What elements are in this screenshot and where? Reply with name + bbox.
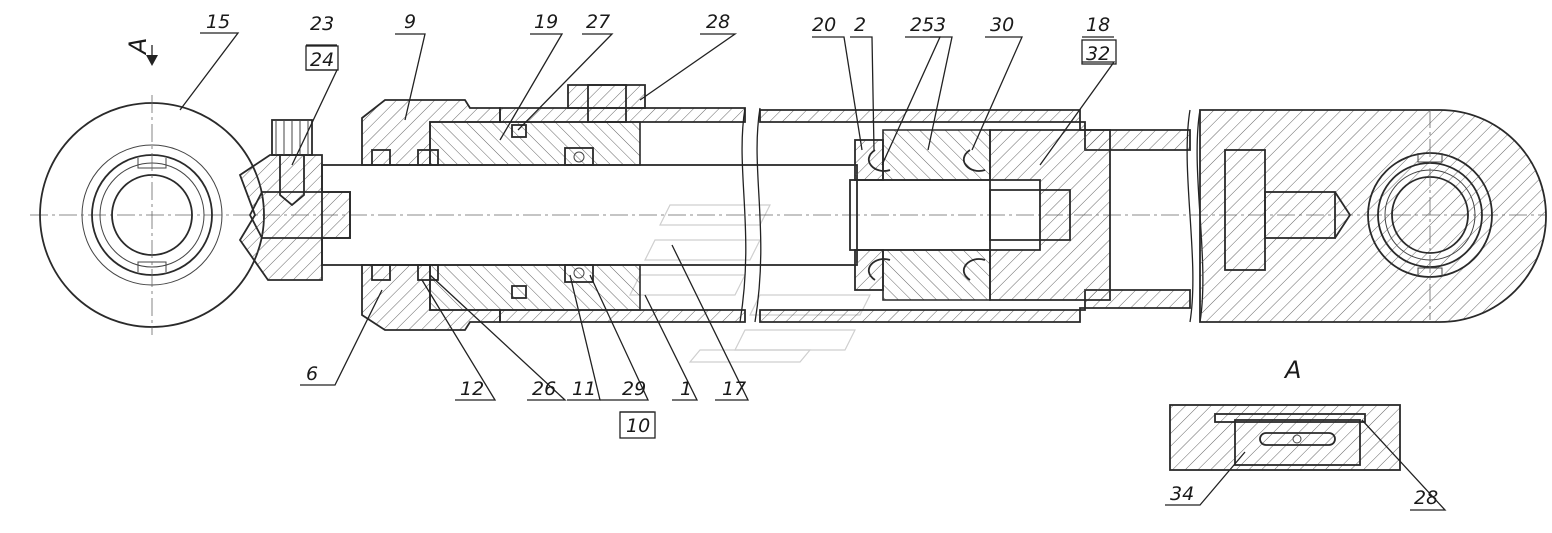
hydraulic-port (567, 84, 646, 109)
callout-2: 2 (854, 14, 866, 36)
view-label-a: A (124, 38, 152, 56)
callout-10: 10 (626, 415, 650, 437)
section-label-a: A (1283, 356, 1301, 384)
callout-28: 28 (706, 11, 730, 33)
rod-end-neck (238, 154, 351, 281)
callout-32: 32 (1086, 43, 1110, 65)
right-eye-assembly (1186, 109, 1547, 323)
cylinder-barrel (499, 84, 1191, 323)
callout-19: 19 (534, 11, 558, 33)
callout-26: 26 (532, 378, 556, 400)
view-arrow-a (146, 45, 158, 66)
callout-12: 12 (460, 378, 484, 400)
section-a-body (1169, 404, 1401, 471)
callout-1: 1 (680, 378, 692, 400)
callout-25: 25 (910, 14, 934, 36)
piston-body-top (882, 129, 991, 181)
callout-27: 27 (586, 11, 610, 33)
callout-9: 9 (404, 11, 416, 33)
callout-6: 6 (306, 363, 318, 385)
gland-top (429, 121, 641, 166)
callout-20: 20 (812, 14, 836, 36)
callout-3: 3 (934, 14, 946, 36)
watermark-logo (629, 204, 871, 363)
box-32 (1081, 39, 1117, 65)
callout-18: 18 (1086, 14, 1110, 36)
cap-end (1199, 109, 1547, 323)
callout-23: 23 (310, 13, 334, 35)
gland-bottom (429, 264, 641, 311)
callout-34: 34 (1170, 483, 1194, 505)
section-a-detail (1169, 404, 1401, 471)
callout-24: 24 (310, 49, 334, 71)
callout-17: 17 (722, 378, 746, 400)
callout-29: 29 (622, 378, 646, 400)
callout-11: 11 (572, 378, 596, 400)
piston-nut (989, 129, 1111, 301)
left-eye-assembly (39, 95, 351, 335)
box-24 (305, 45, 339, 71)
callout-30: 30 (990, 14, 1014, 36)
callout-28-section: 28 (1414, 487, 1438, 509)
piston-assembly (849, 129, 1111, 301)
box-10 (619, 411, 656, 439)
callout-15: 15 (206, 11, 230, 33)
leader-lines (179, 32, 1447, 511)
gland-assembly (361, 99, 641, 331)
